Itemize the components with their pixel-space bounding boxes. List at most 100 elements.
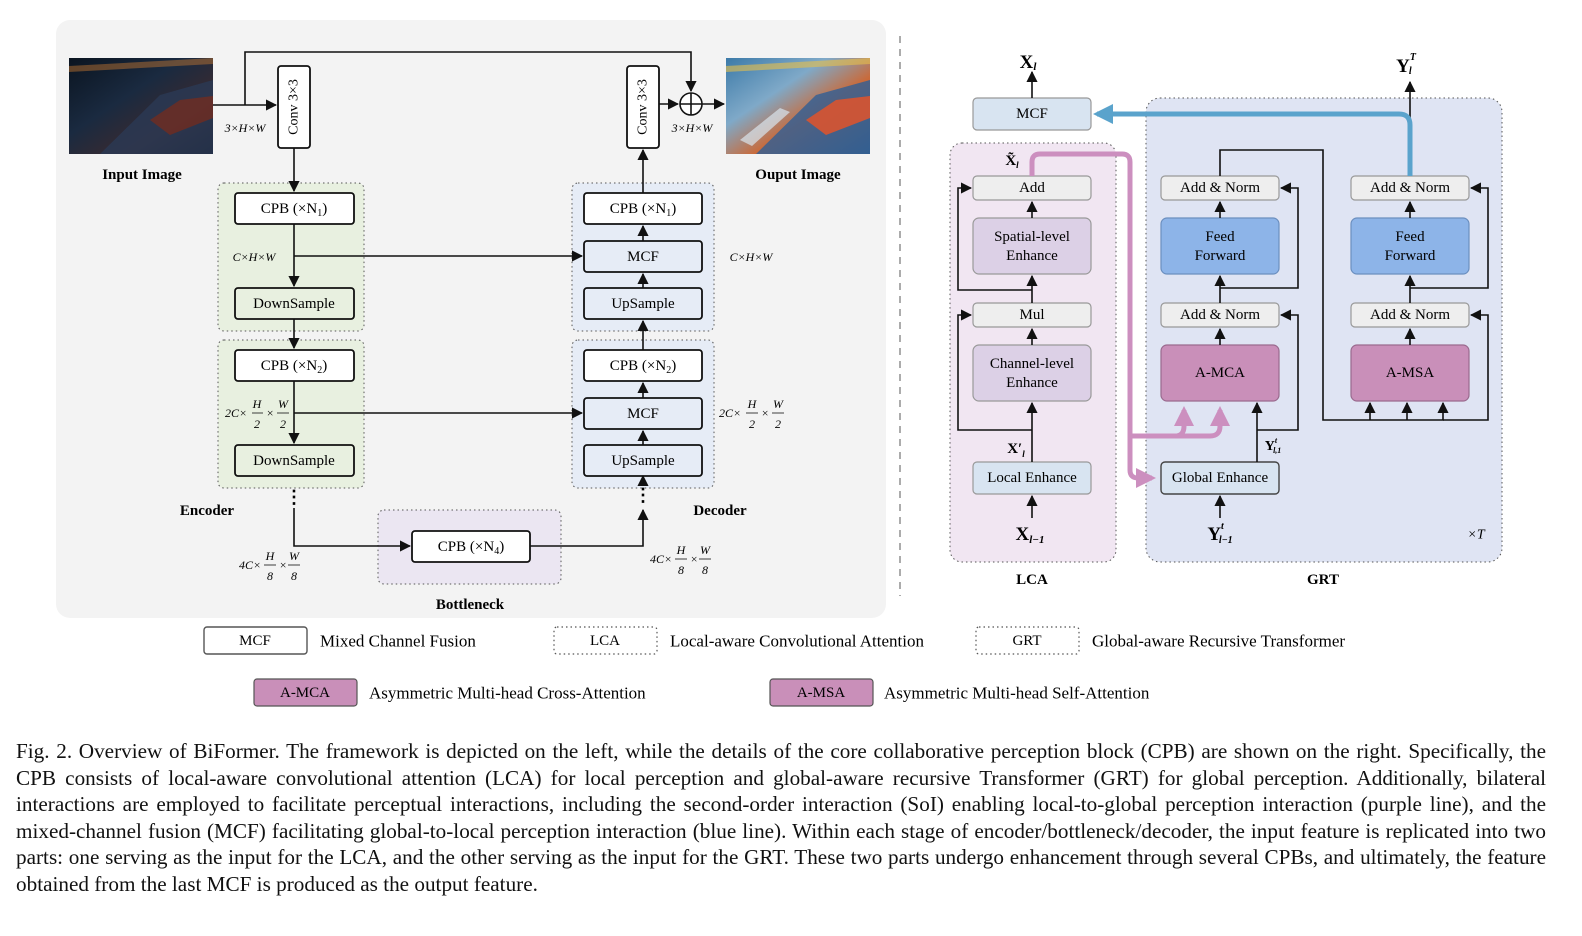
enc-downsample-2-label: DownSample — [253, 453, 335, 469]
input-image-label: Input Image — [102, 167, 182, 183]
grt-region — [1145, 97, 1503, 563]
channel-enhance-label-2: Enhance — [1006, 375, 1058, 391]
input-image — [69, 58, 213, 154]
enc-continuation-dots: ⋮ — [285, 487, 303, 507]
svg-text:W: W — [289, 549, 300, 563]
grt1-add-norm-mid-label: Add & Norm — [1180, 307, 1260, 323]
x-prime-label: X′l — [1007, 441, 1025, 459]
global-to-local-blue-line — [1093, 104, 1413, 176]
dec-upsample-1-label: UpSample — [611, 296, 675, 312]
svg-text:W: W — [278, 397, 289, 411]
svg-text:4C×: 4C× — [650, 552, 672, 566]
grt1-feed-label: Feed — [1205, 229, 1235, 245]
legend-amca-text: Asymmetric Multi-head Cross-Attention — [369, 684, 646, 703]
grt2-add-norm-top-label: Add & Norm — [1370, 180, 1450, 196]
a-mca-label: A-MCA — [1195, 365, 1245, 381]
dim-4c-enc: 4C× H 8 × W 8 — [239, 549, 300, 583]
biformer-diagram: Input Image Ouput Image Conv 3×3 Conv 3×… — [56, 20, 1503, 707]
dec-mcf-1-label: MCF — [627, 249, 659, 265]
cpb-mcf-label: MCF — [1016, 106, 1048, 122]
global-enhance-box — [1160, 461, 1280, 495]
spatial-enhance-label-1: Spatial-level — [994, 229, 1070, 245]
svg-text:8: 8 — [678, 563, 684, 577]
svg-text:2: 2 — [280, 417, 286, 431]
svg-text:2: 2 — [254, 417, 260, 431]
enc-cpb-n2-label: CPB (×N2) — [261, 358, 327, 376]
grt1-add-norm-top-label: Add & Norm — [1180, 180, 1260, 196]
purple-branch-to-amca-2 — [1174, 406, 1194, 439]
dec-continuation-dots: ⋮ — [634, 485, 652, 505]
figure-caption-text: Fig. 2. Overview of BiFormer. The framew… — [16, 739, 1546, 896]
lca-add-label: Add — [1019, 180, 1045, 196]
svg-text:×: × — [266, 406, 274, 420]
svg-text:×: × — [761, 406, 769, 420]
svg-text:4C×: 4C× — [239, 558, 261, 572]
encoder-label: Encoder — [180, 503, 235, 519]
legend-grt-key-label: GRT — [1012, 633, 1041, 649]
grt2-forward-label: Forward — [1385, 248, 1436, 264]
dec-mcf-2-label: MCF — [627, 406, 659, 422]
dim-2c-dec: 2C× H 2 × W 2 — [719, 397, 784, 431]
conv-out-label: Conv 3×3 — [636, 79, 651, 135]
dim-c-dec: C×H×W — [730, 250, 774, 264]
dec-upsample-2-label: UpSample — [611, 453, 675, 469]
legend-amca-key-label: A-MCA — [280, 685, 330, 701]
svg-text:2C×: 2C× — [719, 406, 741, 420]
svg-text:H: H — [252, 397, 263, 411]
svg-text:2: 2 — [775, 417, 781, 431]
dec-cpb-n2-label: CPB (×N2) — [610, 358, 676, 376]
conv-in-label: Conv 3×3 — [287, 79, 302, 135]
conv-out-box — [626, 65, 660, 149]
local-to-global-purple-line — [1029, 151, 1156, 488]
svg-text:8: 8 — [267, 569, 273, 583]
residual-add-node — [679, 92, 703, 116]
legend-lca-key-label: LCA — [590, 633, 620, 649]
legend-amca-key — [253, 678, 358, 707]
a-msa-label: A-MSA — [1386, 365, 1435, 381]
legend-amsa-text: Asymmetric Multi-head Self-Attention — [884, 684, 1150, 703]
svg-text:H: H — [265, 549, 276, 563]
svg-text:2: 2 — [749, 417, 755, 431]
cpb-arrows — [957, 70, 1489, 518]
grt2-add-norm-mid-label: Add & Norm — [1370, 307, 1450, 323]
svg-text:W: W — [700, 543, 711, 557]
purple-branch-to-amca — [1130, 406, 1230, 439]
x-hat-label: X̃l — [1005, 152, 1019, 170]
times-t-label: ×T — [1467, 528, 1485, 543]
dim-input: 3×H×W — [224, 121, 267, 135]
x-out-label: Xl — [1020, 52, 1038, 74]
framework-arrows — [213, 51, 726, 552]
global-enhance-label: Global Enhance — [1172, 470, 1269, 486]
grt2-feed-forward-box — [1350, 217, 1470, 275]
svg-text:8: 8 — [702, 563, 708, 577]
grt1-forward-label: Forward — [1195, 248, 1246, 264]
legend-grt-text: Global-aware Recursive Transformer — [1092, 632, 1345, 651]
svg-text:2C×: 2C× — [225, 406, 247, 420]
enc-cpb-n1-label: CPB (×N1) — [261, 201, 327, 219]
spatial-enhance-label-2: Enhance — [1006, 248, 1058, 264]
svg-text:H: H — [747, 397, 758, 411]
lca-mul-label: Mul — [1019, 307, 1044, 323]
channel-enhance-box — [972, 344, 1092, 402]
enc-downsample-1-label: DownSample — [253, 296, 335, 312]
dec-cpb-n1-label: CPB (×N1) — [610, 201, 676, 219]
enc-downsample-2-box — [234, 444, 355, 477]
bottleneck-cpb-label: CPB (×N4) — [438, 539, 504, 557]
svg-text:W: W — [773, 397, 784, 411]
dim-output: 3×H×W — [671, 121, 714, 135]
bottleneck-label: Bottleneck — [436, 597, 505, 613]
local-enhance-label: Local Enhance — [987, 470, 1077, 486]
grt-region-label: GRT — [1307, 572, 1339, 588]
svg-text:H: H — [676, 543, 687, 557]
figure-caption: Fig. 2. Overview of BiFormer. The framew… — [16, 738, 1546, 897]
grt2-feed-label: Feed — [1395, 229, 1425, 245]
legend-grt-key — [975, 626, 1080, 655]
decoder-label: Decoder — [693, 503, 747, 519]
legend-mcf-key-label: MCF — [239, 633, 271, 649]
legend-lca-text: Local-aware Convolutional Attention — [670, 632, 924, 651]
svg-text:×: × — [690, 552, 698, 566]
legend-mcf-key — [203, 626, 308, 655]
dim-2c-enc: 2C× H 2 × W 2 — [225, 397, 289, 431]
